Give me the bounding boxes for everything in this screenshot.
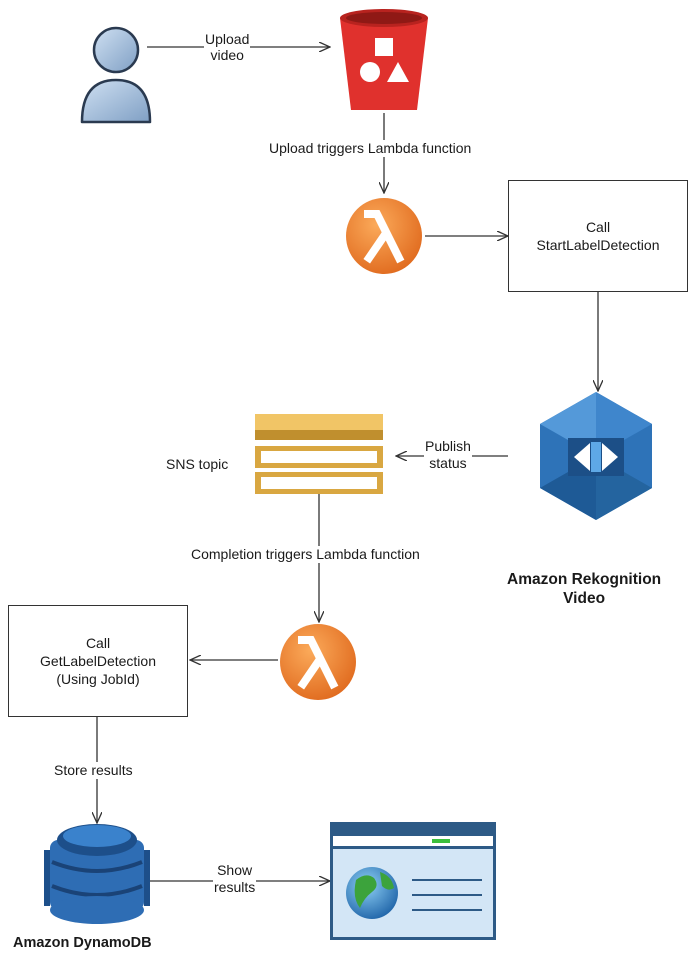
edge-label-upload-triggers: Upload triggers Lambda function [268, 140, 473, 157]
edge-label-store-results: Store results [53, 762, 134, 779]
s3-bucket-icon [340, 9, 428, 110]
sns-topic-icon [255, 414, 383, 494]
user-icon [80, 26, 152, 124]
sns-topic-label: SNS topic [165, 456, 230, 473]
lambda-icon [346, 198, 422, 274]
edge-label-completion-triggers: Completion triggers Lambda function [190, 546, 421, 563]
browser-window-icon [330, 822, 496, 940]
dynamodb-icon [44, 824, 150, 924]
dynamodb-label: Amazon DynamoDB [12, 934, 153, 953]
lambda-icon [280, 624, 356, 700]
rekognition-icon [540, 392, 652, 520]
